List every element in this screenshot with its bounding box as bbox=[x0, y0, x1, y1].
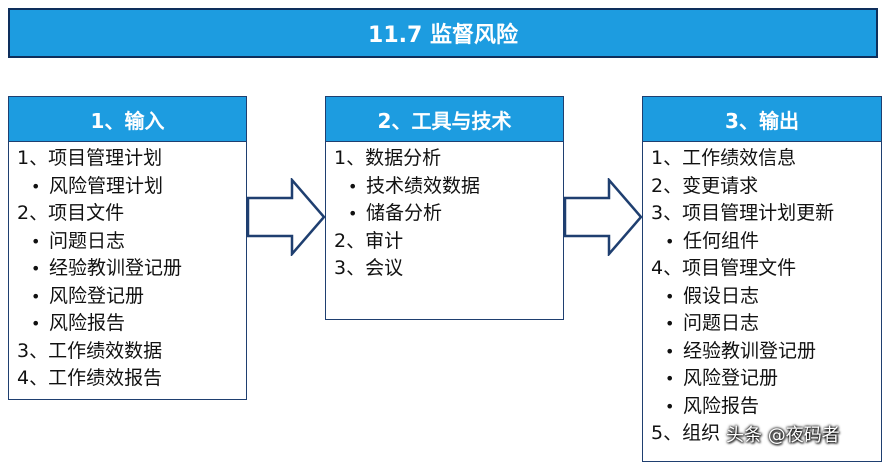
item-text: 3、工作绩效数据 bbox=[17, 339, 163, 362]
item-text: 4、工作绩效报告 bbox=[17, 367, 163, 389]
item-text: 1、项目管理计划 bbox=[17, 147, 163, 169]
list-item: 1、项目管理计划 bbox=[17, 145, 246, 173]
right-arrow-icon bbox=[246, 178, 326, 256]
tools-list: 1、数据分析 • 技术绩效数据 • 储备分析 2、审计 3、会议 bbox=[326, 142, 563, 283]
list-subitem: • 问题日志 bbox=[17, 228, 246, 256]
bullet-icon: • bbox=[665, 231, 675, 251]
item-text: 经验教训登记册 bbox=[683, 339, 817, 362]
list-subitem: • 任何组件 bbox=[651, 228, 881, 256]
outputs-header: 3、输出 bbox=[643, 97, 881, 142]
item-text: 问题日志 bbox=[49, 229, 126, 252]
item-text: 储备分析 bbox=[366, 202, 443, 224]
bullet-icon: • bbox=[665, 314, 675, 333]
inputs-header: 1、输入 bbox=[9, 97, 246, 142]
outputs-list: 1、工作绩效信息 2、变更请求 3、项目管理计划更新 • 任何组件 4、项目管理文件 • 假设… bbox=[643, 142, 881, 448]
item-text: 1、工作绩效信息 bbox=[651, 147, 797, 169]
item-text: 技术绩效数据 bbox=[366, 174, 481, 197]
list-item: 2、审计 bbox=[334, 228, 563, 256]
outputs-panel: 3、输出 1、工作绩效信息 2、变更请求 3、项目管理计划更新 • 任何组件 4、项目管理… bbox=[642, 96, 882, 462]
list-item: 4、工作绩效报告 bbox=[17, 365, 246, 393]
list-subitem: • 假设日志 bbox=[651, 283, 881, 311]
item-text: 风险报告 bbox=[49, 312, 126, 334]
list-item: 4、项目管理文件 bbox=[651, 255, 881, 283]
list-item: 2、变更请求 bbox=[651, 173, 881, 201]
bullet-icon: • bbox=[31, 231, 41, 251]
inputs-list: 1、项目管理计划 • 风险管理计划 2、项目文件 • 问题日志 • 经验教训登记册 • 风险登记册… bbox=[9, 142, 246, 393]
right-arrow-icon bbox=[563, 178, 643, 256]
list-subitem: • 经验教训登记册 bbox=[17, 255, 246, 283]
bullet-icon: • bbox=[31, 176, 41, 196]
list-subitem: • 风险登记册 bbox=[17, 283, 246, 311]
item-text: 1、数据分析 bbox=[334, 147, 442, 169]
list-item: 3、项目管理计划更新 bbox=[651, 200, 881, 228]
list-subitem: • 问题日志 bbox=[651, 310, 881, 338]
list-subitem: • 风险管理计划 bbox=[17, 173, 246, 201]
bullet-icon: • bbox=[665, 396, 675, 416]
item-text: 5、组织 bbox=[651, 422, 721, 444]
item-text: 3、会议 bbox=[334, 257, 404, 279]
item-text: 问题日志 bbox=[683, 312, 760, 334]
bullet-icon: • bbox=[348, 176, 358, 196]
item-text: 经验教训登记册 bbox=[49, 257, 183, 279]
bullet-icon: • bbox=[665, 341, 675, 361]
item-text: 3、项目管理计划更新 bbox=[651, 202, 835, 224]
tools-header: 2、工具与技术 bbox=[326, 97, 563, 142]
item-text: 风险登记册 bbox=[49, 284, 145, 307]
list-item: 3、工作绩效数据 bbox=[17, 338, 246, 366]
bullet-icon: • bbox=[31, 314, 41, 333]
bullet-icon: • bbox=[31, 259, 41, 278]
item-text: 2、项目文件 bbox=[17, 202, 125, 224]
bullet-icon: • bbox=[665, 369, 675, 388]
watermark: 头条 @夜码者 bbox=[726, 425, 840, 446]
item-text: 风险管理计划 bbox=[49, 174, 164, 197]
list-subitem: • 储备分析 bbox=[334, 200, 563, 228]
item-text: 风险报告 bbox=[683, 394, 760, 417]
list-item: 5、组织 bbox=[651, 420, 881, 448]
item-text: 任何组件 bbox=[683, 229, 760, 252]
list-subitem: • 风险报告 bbox=[17, 310, 246, 338]
tools-panel: 2、工具与技术 1、数据分析 • 技术绩效数据 • 储备分析 2、审计 3、会议 bbox=[325, 96, 564, 320]
list-item: 1、工作绩效信息 bbox=[651, 145, 881, 173]
bullet-icon: • bbox=[665, 286, 675, 306]
bullet-icon: • bbox=[31, 286, 41, 306]
item-text: 假设日志 bbox=[683, 284, 760, 307]
list-subitem: • 风险登记册 bbox=[651, 365, 881, 393]
item-text: 2、变更请求 bbox=[651, 174, 759, 197]
list-subitem: • 经验教训登记册 bbox=[651, 338, 881, 366]
list-item: 1、数据分析 bbox=[334, 145, 563, 173]
list-item: 3、会议 bbox=[334, 255, 563, 283]
list-subitem: • 技术绩效数据 bbox=[334, 173, 563, 201]
diagram-title: 11.7 监督风险 bbox=[8, 8, 878, 58]
list-item: 2、项目文件 bbox=[17, 200, 246, 228]
list-subitem: • 风险报告 bbox=[651, 393, 881, 421]
bullet-icon: • bbox=[348, 204, 358, 223]
item-text: 2、审计 bbox=[334, 229, 404, 252]
item-text: 4、项目管理文件 bbox=[651, 257, 797, 279]
item-text: 风险登记册 bbox=[683, 367, 779, 389]
